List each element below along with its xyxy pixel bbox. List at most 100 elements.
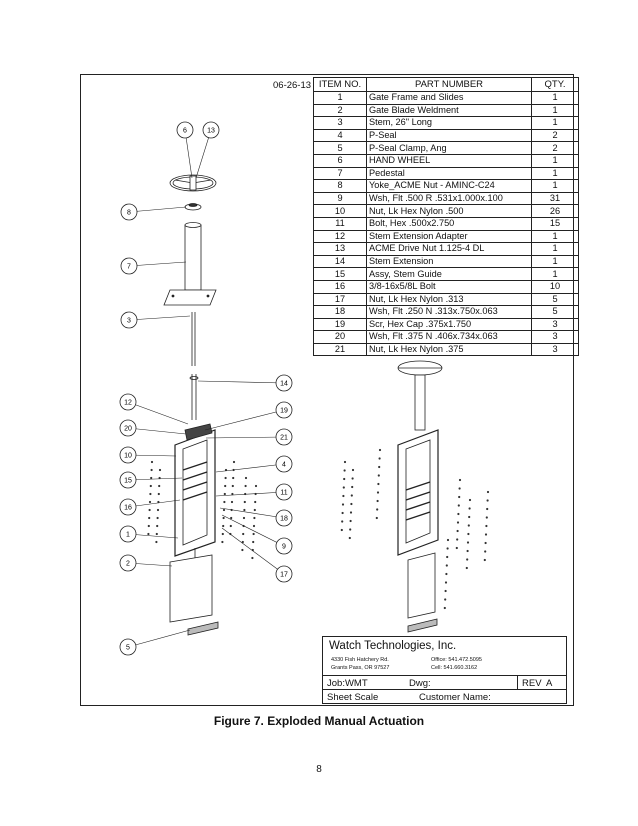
fastener-mark	[155, 532, 158, 536]
balloon-label: 6	[183, 128, 187, 135]
fastener-mark	[148, 500, 152, 504]
fastener-mark	[231, 484, 234, 488]
fastener-mark	[458, 478, 462, 482]
balloon-label: 12	[124, 400, 132, 407]
fastener-mark	[467, 532, 470, 536]
leader-line	[127, 629, 191, 648]
fastener-mark	[254, 484, 258, 488]
item-balloon: 16	[119, 498, 137, 516]
company-name: Watch Technologies, Inc.	[329, 640, 457, 652]
bom-qty: 3	[531, 342, 579, 357]
fastener-mark	[155, 540, 158, 544]
fastener-mark	[252, 532, 255, 536]
title-block-company-cell: Watch Technologies, Inc. 4330 Fish Hatch…	[322, 636, 567, 676]
fastener-mark	[230, 516, 233, 520]
fastener-mark	[467, 524, 470, 527]
item-balloon: 3	[120, 311, 138, 329]
item-balloon: 14	[275, 374, 293, 392]
fastener-mark	[466, 541, 470, 544]
leader-line	[197, 380, 285, 384]
leader-line	[127, 401, 189, 425]
fastener-mark	[456, 521, 460, 524]
fastener-mark	[445, 572, 448, 576]
yoke-nut-drawing	[184, 203, 202, 211]
fastener-mark	[148, 508, 151, 512]
fastener-mark	[466, 558, 469, 561]
leader-line	[221, 514, 285, 547]
item-balloon: 13	[202, 121, 220, 139]
balloon-label: 16	[124, 505, 132, 512]
balloon-circle	[275, 537, 293, 555]
fastener-mark	[456, 529, 459, 533]
fastener-mark	[343, 469, 346, 472]
fastener-mark	[244, 484, 247, 488]
fastener-mark	[445, 564, 448, 567]
job-dwg-cell: Job:WMT Dwg:	[322, 675, 518, 690]
balloon-circle	[119, 525, 137, 543]
leader-line	[205, 436, 285, 439]
balloon-circle	[119, 498, 137, 516]
balloon-label: 2	[126, 561, 130, 568]
assembled-gate-drawing	[397, 360, 443, 633]
balloon-label: 9	[282, 544, 286, 551]
fastener-mark	[158, 468, 162, 472]
fastener-mark	[242, 532, 245, 536]
fastener-mark	[156, 524, 159, 528]
item-balloon: 21	[275, 428, 293, 446]
fastener-mark	[232, 460, 236, 464]
fastener-mark	[222, 524, 225, 528]
fastener-mark	[222, 508, 226, 512]
balloon-label: 20	[124, 426, 132, 433]
scale-customer-cell: Sheet Scale Customer Name:	[322, 689, 567, 704]
item-balloon: 6	[176, 121, 194, 139]
bom-header-row: ITEM NO. PART NUMBER QTY.	[313, 77, 579, 92]
fastener-mark	[483, 558, 486, 562]
leader-line	[219, 507, 285, 519]
item-balloon: 4	[275, 455, 293, 473]
fastener-mark	[341, 511, 344, 515]
fastener-mark	[150, 468, 153, 472]
customer-name-label: Customer Name:	[419, 692, 491, 703]
fastener-mark	[349, 519, 352, 523]
balloon-circle	[176, 121, 194, 139]
fastener-mark	[349, 528, 352, 531]
balloon-circle	[119, 419, 137, 437]
pedestal-drawing	[163, 222, 217, 306]
dwg-label: Dwg:	[409, 678, 431, 689]
leader-line	[127, 477, 183, 481]
fastener-mark	[351, 468, 355, 472]
fastener-mark	[484, 541, 487, 545]
item-balloon: 9	[275, 537, 293, 555]
balloon-circle	[275, 483, 293, 501]
balloon-circle	[202, 121, 220, 139]
fastener-mark	[351, 477, 354, 480]
fastener-mark	[465, 566, 468, 570]
fastener-mark	[375, 516, 378, 520]
fastener-mark	[377, 474, 380, 477]
item-balloon: 11	[275, 483, 293, 501]
fastener-mark	[468, 507, 471, 510]
fastener-mark	[221, 540, 224, 544]
balloon-circle	[119, 554, 137, 572]
item-balloon: 10	[119, 446, 137, 464]
fastener-mark	[377, 482, 380, 486]
balloon-circle	[275, 401, 293, 419]
fastener-mark	[158, 484, 161, 488]
address-line2: Grants Pass, OR 97527	[331, 665, 390, 671]
fastener-mark	[341, 503, 345, 506]
hand-wheel-drawing	[169, 174, 217, 192]
leader-line	[215, 463, 285, 473]
fastener-mark	[343, 460, 347, 464]
fastener-mark	[457, 512, 460, 516]
fastener-mark	[230, 500, 234, 504]
gate-blade-drawing	[169, 554, 219, 636]
leader-line	[127, 427, 187, 435]
balloon-label: 8	[127, 210, 131, 217]
fastener-mark	[341, 520, 344, 523]
bom-qty: 1	[531, 103, 579, 118]
